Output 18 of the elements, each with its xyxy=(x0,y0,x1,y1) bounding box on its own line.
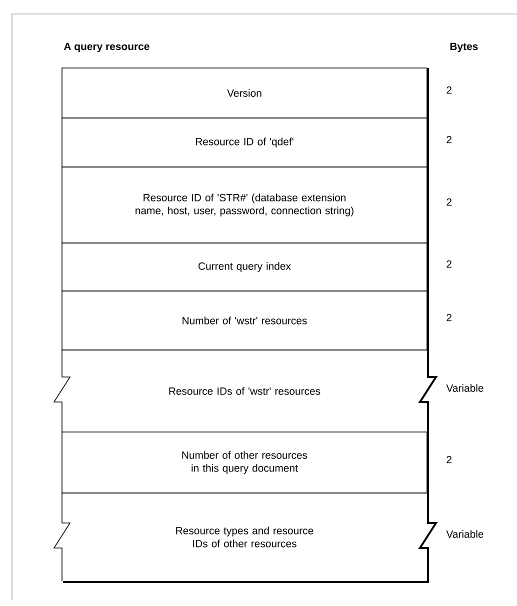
byte-count: 2 xyxy=(446,86,452,94)
byte-count: 2 xyxy=(446,456,452,464)
field-row: Number of other resources in this query document xyxy=(62,432,429,494)
byte-count: Variable xyxy=(446,530,484,538)
field-row: Resource IDs of 'wstr' resources xyxy=(53,350,438,432)
field-row: Version xyxy=(62,68,429,118)
byte-count: 2 xyxy=(446,136,452,144)
field-row: Current query index xyxy=(62,242,429,292)
field-row: Resource ID of 'STR#' (database extension name, host, user, password, connection string) xyxy=(62,166,429,244)
field-row: Number of 'wstr' resources xyxy=(62,290,429,350)
field-row: Resource ID of 'qdef' xyxy=(62,118,429,168)
byte-count: 2 xyxy=(446,314,452,322)
byte-count: Variable xyxy=(446,384,484,392)
byte-count: 2 xyxy=(446,198,452,206)
field-row: Resource types and resource IDs of other resources xyxy=(53,492,438,583)
column-heading: Bytes xyxy=(450,42,478,52)
byte-count: 2 xyxy=(446,260,452,268)
title: A query resource xyxy=(64,42,150,52)
